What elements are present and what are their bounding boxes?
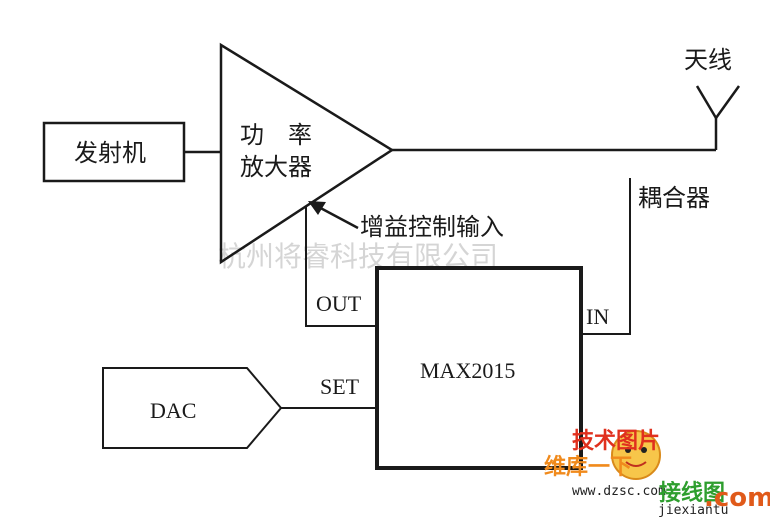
logo-line2: 维库一下 [544, 454, 632, 480]
brand-url: jiexiantu [658, 503, 728, 518]
logo-mascot-smile-icon [625, 461, 647, 467]
antenna-arm-left [695, 85, 718, 119]
coupler-wire [581, 178, 631, 335]
antenna-label: 天线 [684, 46, 732, 74]
logo-mascot-face-icon [611, 430, 661, 480]
site-logo: 技术图片 维库一下 www.dzsc.com 接线图 .com jiexiant… [544, 429, 770, 518]
transmitter-label: 发射机 [74, 139, 146, 167]
pa-label-line1: 功 率 [240, 121, 312, 149]
logo-line1: 技术图片 [572, 429, 660, 454]
coupler-label: 耦合器 [638, 184, 710, 212]
pin-out-label: OUT [316, 291, 362, 316]
logo-mascot-eye-left-icon [625, 447, 631, 453]
dac-block [102, 367, 283, 449]
dac-label: DAC [150, 398, 196, 423]
logo-mascot-eye-right-icon [641, 447, 647, 453]
gain-control-label: 增益控制输入 [360, 213, 504, 241]
max2015-chip-box [375, 266, 583, 470]
antenna-arm-right [714, 85, 741, 119]
pin-set-label: SET [320, 374, 360, 399]
brand-com: .com [704, 483, 770, 513]
logo-url: www.dzsc.com [572, 484, 666, 499]
chip-label: MAX2015 [420, 358, 515, 383]
pin-in-label: IN [586, 304, 609, 329]
out-feedback-wire [305, 206, 376, 327]
pa-label-line2: 放大器 [240, 153, 312, 181]
brand-cn: 接线图 [659, 480, 725, 506]
gain-control-arrowhead [308, 201, 326, 215]
